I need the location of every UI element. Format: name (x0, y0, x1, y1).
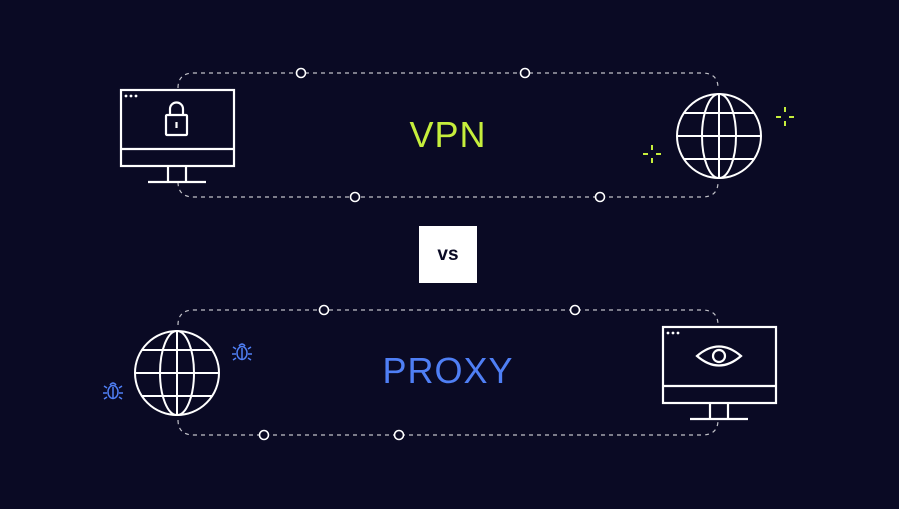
vs-badge: vs (419, 226, 477, 283)
vs-label: vs (437, 243, 459, 265)
proxy-node (258, 429, 270, 441)
sparkle-icon (643, 145, 661, 163)
vpn-tunnel (177, 72, 719, 198)
globe-icon (676, 93, 762, 179)
vpn-node (349, 191, 361, 203)
vpn-node (295, 67, 307, 79)
vpn-node (594, 191, 606, 203)
eye-monitor-icon (661, 325, 778, 421)
vpn-label: VPN (409, 114, 487, 155)
proxy-node (569, 304, 581, 316)
locked-monitor-icon (119, 88, 236, 184)
proxy-node (393, 429, 405, 441)
proxy-node (318, 304, 330, 316)
vpn-tunnel-bottom (177, 181, 719, 198)
vpn-tunnel-top (177, 72, 719, 89)
bug-icon (232, 343, 252, 361)
vpn-node (519, 67, 531, 79)
proxy-tunnel-top (177, 309, 719, 326)
lock-icon (164, 101, 189, 137)
proxy-tunnel-bottom (177, 419, 719, 436)
eye-icon (695, 345, 743, 367)
sparkle-icon (776, 107, 794, 126)
bug-icon (103, 382, 123, 400)
vpn-nodes (295, 67, 606, 203)
proxy-label: PROXY (382, 350, 514, 391)
proxy-tunnel (177, 309, 719, 436)
proxy-nodes (258, 304, 581, 441)
globe-icon (134, 330, 220, 416)
